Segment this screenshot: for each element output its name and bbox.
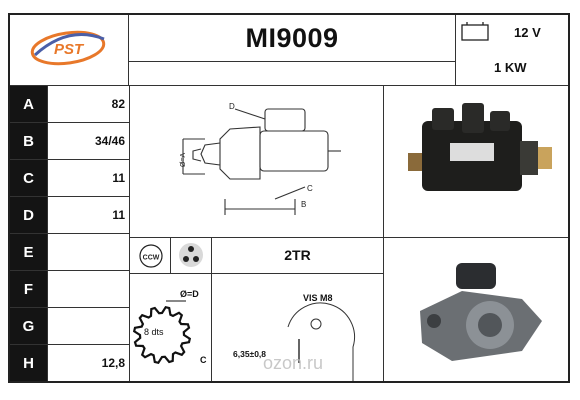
spec-letter: F	[10, 271, 47, 307]
spec-letter: C	[10, 160, 47, 196]
screw-label: VIS M8	[303, 293, 333, 303]
spec-value	[48, 233, 129, 270]
label-a: Ø=A	[180, 152, 187, 167]
mounting-drawing: VIS M8 6,35±0,8 ozon.ru	[233, 293, 355, 381]
label-d: D	[229, 102, 235, 111]
spec-letter: H	[10, 345, 47, 381]
starter-photo-bottom	[420, 263, 542, 361]
circuit-value: 2TR	[284, 247, 311, 263]
spec-value: 11	[112, 207, 125, 222]
spec-value: 12,8	[101, 355, 125, 370]
logo-cell: PST	[10, 15, 128, 85]
spec-letter: A	[10, 86, 47, 122]
gear-c-label: C	[200, 355, 207, 365]
pst-logo: PST	[30, 30, 106, 66]
connector-pins-icon	[179, 243, 203, 267]
ccw-label: CCW	[143, 255, 160, 262]
part-number: MI9009	[245, 22, 339, 53]
spec-value	[48, 270, 129, 307]
gear-teeth-label: 8 dts	[144, 327, 164, 337]
voltage-value: 12 V	[514, 25, 541, 40]
hole-label: 6,35±0,8	[233, 349, 266, 359]
label-b: B	[301, 200, 306, 209]
gear-outline	[132, 305, 192, 365]
pinion-gear-drawing: Ø=D 8 dts C	[132, 289, 207, 365]
power-value: 1 KW	[494, 60, 527, 75]
spec-value: 11	[112, 170, 125, 185]
starter-line-drawing: D Ø=A C B	[180, 102, 341, 215]
spec-value: 34/46	[94, 133, 125, 148]
spec-value: 82	[111, 96, 125, 111]
spec-letter: D	[10, 197, 47, 233]
spec-value	[48, 307, 129, 344]
spec-letter: G	[10, 308, 47, 344]
battery-icon	[461, 22, 489, 41]
spec-letter: E	[10, 234, 47, 270]
logo-text: PST	[54, 41, 85, 58]
ccw-rotation-icon: CCW	[139, 244, 163, 268]
gear-diameter-label: Ø=D	[180, 289, 199, 299]
spec-letter: B	[10, 123, 47, 159]
label-c: C	[307, 184, 313, 193]
watermark: ozon.ru	[263, 353, 323, 373]
voltage-cell: 12 V	[456, 15, 568, 51]
starter-photo-top	[408, 103, 552, 191]
